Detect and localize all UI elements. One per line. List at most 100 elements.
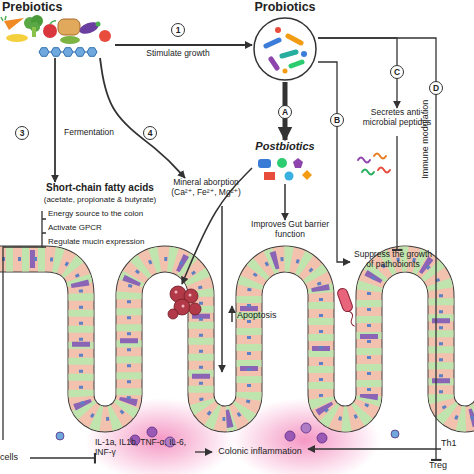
bracket-line xyxy=(42,219,46,247)
callout-number: C xyxy=(390,65,404,79)
connector-arrow xyxy=(30,457,95,458)
absorption-arrow xyxy=(221,206,223,372)
food-illustration xyxy=(63,48,73,57)
food-illustration xyxy=(51,48,61,57)
connector-arrow xyxy=(195,451,212,452)
postbiotic-molecules xyxy=(258,159,271,168)
apoptotic-cells xyxy=(168,309,178,319)
epithelium xyxy=(0,259,474,419)
postbiotic-molecules xyxy=(285,172,294,181)
connector-arrow xyxy=(396,136,397,250)
absorption-arrow xyxy=(222,206,232,372)
immune-cell xyxy=(56,432,64,440)
food-illustration xyxy=(60,36,80,44)
epithelium xyxy=(0,259,474,419)
callout-number: A xyxy=(278,105,292,119)
food-illustration xyxy=(1,16,6,21)
bracket-item: Energy source to the colon xyxy=(48,209,178,218)
connector-arrow xyxy=(318,62,350,262)
postbiotics-group: Postbiotics xyxy=(252,140,318,184)
cell-label-box: cells xyxy=(0,452,30,466)
edge-label: Fermentation xyxy=(64,128,134,138)
connector-arrow xyxy=(318,38,397,108)
epithelium xyxy=(0,259,474,419)
probiotic-circle xyxy=(291,62,302,66)
node-body: (acetate, propionate & butyrate) xyxy=(30,195,170,204)
probiotic-circle xyxy=(282,52,296,56)
food-illustration xyxy=(87,48,97,57)
pathobiont xyxy=(336,287,354,313)
food-illustration xyxy=(39,48,49,57)
node-heading: Improves Gut barrier function xyxy=(246,220,334,240)
food-illustration xyxy=(50,21,56,24)
inflammation-box: Colonic inflammation xyxy=(212,446,308,460)
apoptotic-cells xyxy=(189,294,192,297)
epithelium xyxy=(0,259,474,419)
edge-label: Immune modulation xyxy=(420,84,430,194)
callout-number: 4 xyxy=(143,126,157,140)
connector-arrow xyxy=(115,44,252,46)
apoptotic-cells xyxy=(168,286,201,319)
bracket-item: Regulate mucin expression xyxy=(48,237,178,246)
bracket-line xyxy=(3,211,42,440)
immune-cell xyxy=(301,423,311,433)
peptide xyxy=(378,168,390,173)
epithelium xyxy=(0,259,474,419)
bracket-item: Activate GPCR xyxy=(48,223,178,232)
apoptotic-cells xyxy=(189,303,201,315)
node-heading: Apoptosis xyxy=(237,310,295,320)
cell-label-box: Th1 xyxy=(441,438,471,452)
node-heading: Short-chain fatty acids xyxy=(30,182,170,194)
node-heading: IL-1a, IL1b, TNF-α, IL-6, INF-γ xyxy=(95,438,195,458)
barrier-box: Improves Gut barrier function xyxy=(246,220,334,244)
scfa-box: Short-chain fatty acids(acetate, propion… xyxy=(30,182,170,210)
immune-cell xyxy=(285,431,295,441)
probiotic-circle xyxy=(275,27,281,33)
food-illustration xyxy=(78,20,100,36)
cell-label-box: Treg xyxy=(418,460,458,474)
probiotic-circle xyxy=(288,36,301,43)
food-illustration xyxy=(6,34,28,42)
probiotic-circle xyxy=(266,40,279,46)
mineral-box: Mineral aborption (Ca²⁺, Fe²⁺, Mg²⁺) xyxy=(165,178,247,204)
suppress-box: Suppress the growth of pathobionts xyxy=(350,250,436,274)
bracket-line xyxy=(3,211,46,440)
epithelium xyxy=(0,259,474,419)
node-heading: Probiotics xyxy=(244,0,326,14)
cytokine-box: IL-1a, IL1b, TNF-α, IL-6, INF-γ xyxy=(95,438,195,462)
probiotic-circle xyxy=(254,18,316,80)
node-heading: cells xyxy=(0,452,30,462)
peptide xyxy=(362,170,374,175)
food-illustration xyxy=(96,22,101,27)
node-heading: Th1 xyxy=(441,438,471,448)
probiotics-circle: Probiotics xyxy=(252,0,318,82)
probiotic-circle xyxy=(252,16,318,82)
connector-arrow xyxy=(54,58,56,182)
food-illustration xyxy=(0,15,115,59)
postbiotic-molecules xyxy=(277,158,287,168)
food-illustration xyxy=(99,30,111,42)
pathobiont xyxy=(347,311,356,327)
callout-number: 1 xyxy=(171,23,185,37)
probiotic-circle xyxy=(301,51,307,57)
callout-number: D xyxy=(429,81,443,95)
node-heading: Prebiotics xyxy=(2,0,112,14)
food-illustration xyxy=(39,48,97,57)
food-illustration xyxy=(4,18,24,30)
edge-label: Stimulate growth xyxy=(133,49,223,59)
peptide xyxy=(358,158,370,163)
node-heading: Treg xyxy=(418,460,458,470)
connector-arrow xyxy=(284,184,286,220)
apoptotic-cells xyxy=(165,284,205,324)
peptide xyxy=(358,154,390,175)
connector-arrow xyxy=(100,58,185,178)
absorption-arrow xyxy=(231,306,233,322)
connector-arrow xyxy=(308,448,441,449)
probiotic-circle xyxy=(266,36,302,68)
peptide xyxy=(374,154,386,159)
apoptotic-cells xyxy=(175,291,192,308)
postbiotic-molecules xyxy=(302,170,312,180)
apoptotic-cells xyxy=(182,305,185,308)
postbiotic-molecules xyxy=(264,172,275,180)
